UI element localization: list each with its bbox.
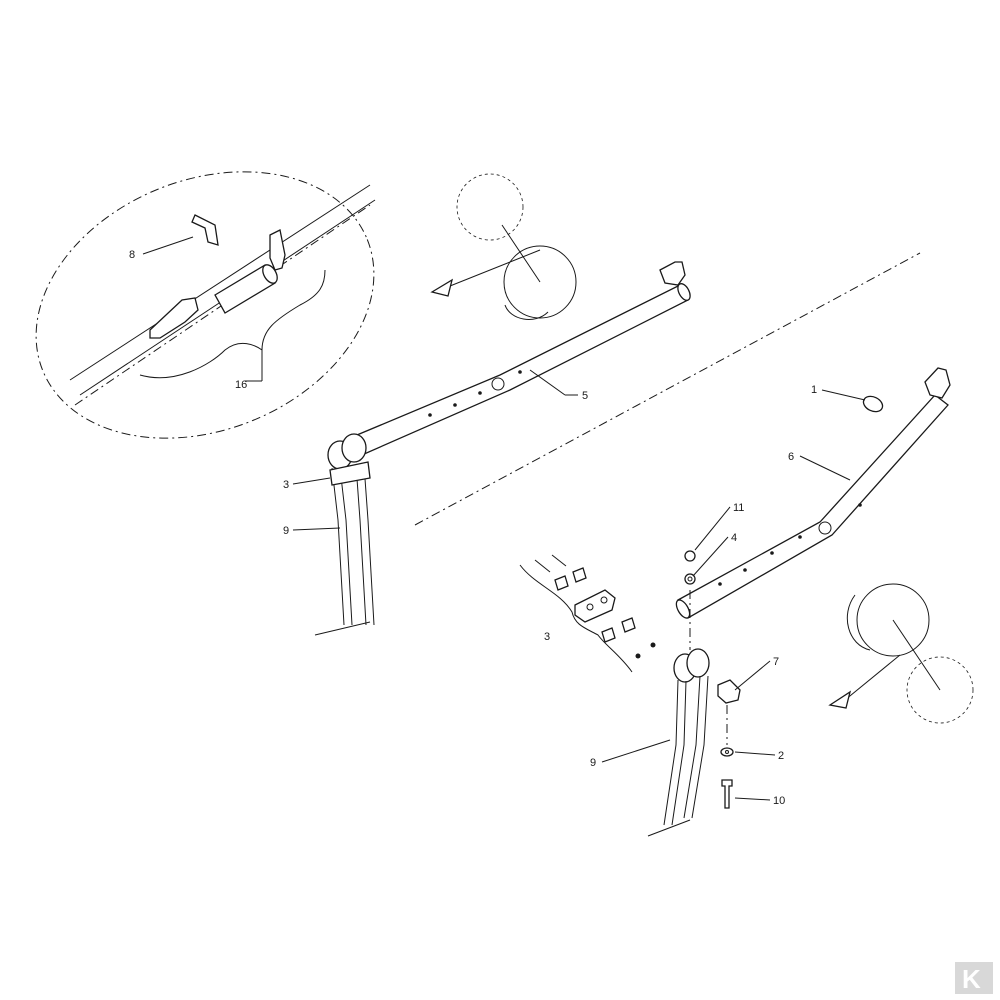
bolt-a	[534, 559, 551, 573]
clamp-plate-a	[554, 575, 569, 591]
callout-5: 5	[582, 390, 588, 402]
rotation-symbol-lower	[828, 583, 974, 724]
leader-lines	[142, 236, 866, 801]
bracket-part-7	[717, 679, 741, 704]
direction-arrow	[430, 278, 454, 297]
bracket-part-8	[191, 214, 219, 246]
brand-logo: K	[955, 962, 993, 994]
clamp-plate-c	[621, 617, 636, 633]
upright-bracket	[269, 229, 286, 271]
callout-3-lower: 3	[544, 631, 550, 643]
washer-part-2	[720, 747, 734, 757]
tine-arm-5	[344, 261, 691, 459]
rotation-ghost-circle-lower	[906, 656, 974, 724]
callout-labels: 8 16 5 3 9 1 6 11 4 3 7 2 10 9	[129, 249, 817, 807]
callout-8: 8	[129, 249, 135, 261]
arm-5-tube	[344, 284, 689, 459]
callout-6: 6	[788, 451, 794, 463]
tine-leg-left-1	[331, 467, 345, 626]
rotation-axis-line-lower	[892, 619, 941, 691]
arm-5-bend	[491, 377, 505, 391]
tine-clamp-left	[329, 461, 371, 486]
center-axis	[414, 252, 921, 526]
bolt-b	[551, 554, 567, 567]
rotation-axis-line	[501, 224, 541, 283]
lower-fasteners	[717, 679, 741, 809]
nut-part-11	[684, 550, 696, 562]
rotation-circle-lower	[856, 583, 930, 657]
tine-leg-left-3	[355, 464, 367, 626]
callout-2: 2	[778, 750, 784, 762]
tine-leg-left-2	[339, 467, 353, 626]
tine-tip-line-left	[314, 621, 371, 636]
tine-coil-left-b	[341, 433, 367, 463]
tine-leg-left-4	[363, 464, 375, 626]
tine-leg-right-4	[691, 675, 709, 819]
detail-tube-end	[262, 264, 278, 284]
detail-tube-line-top	[69, 184, 371, 381]
callout-3-upper: 3	[283, 479, 289, 491]
rotation-arc-lower	[846, 594, 871, 651]
callout-4: 4	[731, 532, 737, 544]
arm-5-tube-end	[677, 283, 691, 301]
rotation-symbol-upper	[430, 173, 577, 320]
rotation-ghost-circle	[456, 173, 524, 241]
logo-letter: K	[962, 964, 981, 994]
tine-leg-right-1	[663, 679, 679, 826]
cap-part-1	[862, 395, 884, 413]
clamp-nut-a	[650, 642, 656, 648]
tine-leg-right-2	[671, 680, 687, 826]
bolt-part-10	[721, 779, 733, 809]
tine-tip-line-right	[647, 819, 691, 837]
clamp-nut-b	[635, 653, 641, 659]
washer-part-4	[684, 573, 696, 585]
clamp-kit-3	[519, 554, 656, 673]
rotation-arc	[504, 304, 549, 320]
callout-9-left: 9	[283, 525, 289, 537]
clamp-block	[574, 589, 616, 623]
fastener-stack	[684, 550, 696, 650]
logo-background	[955, 962, 993, 994]
tine-coil-right-b	[686, 648, 710, 678]
callout-9-right: 9	[590, 757, 596, 769]
spring-tine-9-right	[647, 648, 710, 837]
callout-1: 1	[811, 384, 817, 396]
arm-6-mount-tab	[924, 367, 951, 399]
arm-5-mount-tab	[659, 261, 686, 286]
arm-6-bend	[818, 521, 832, 535]
direction-arrow-lower	[828, 690, 852, 709]
callout-11: 11	[733, 502, 744, 514]
callout-7: 7	[773, 656, 779, 668]
detail-ellipse	[35, 171, 375, 439]
detail-view	[35, 171, 376, 439]
callout-16: 16	[235, 379, 247, 391]
clamp-plate-b	[572, 567, 587, 583]
direction-line-lower	[844, 654, 901, 701]
spring-tine-9-left	[314, 433, 375, 636]
tine-leg-right-3	[683, 675, 701, 819]
tine-arm-6	[675, 367, 951, 619]
clamp-plate-d	[601, 627, 616, 643]
direction-line	[439, 249, 541, 291]
group-brace-3	[519, 564, 633, 673]
arm-6-tube-end	[675, 599, 691, 619]
lower-bracket	[149, 297, 199, 339]
callout-10: 10	[773, 795, 785, 807]
